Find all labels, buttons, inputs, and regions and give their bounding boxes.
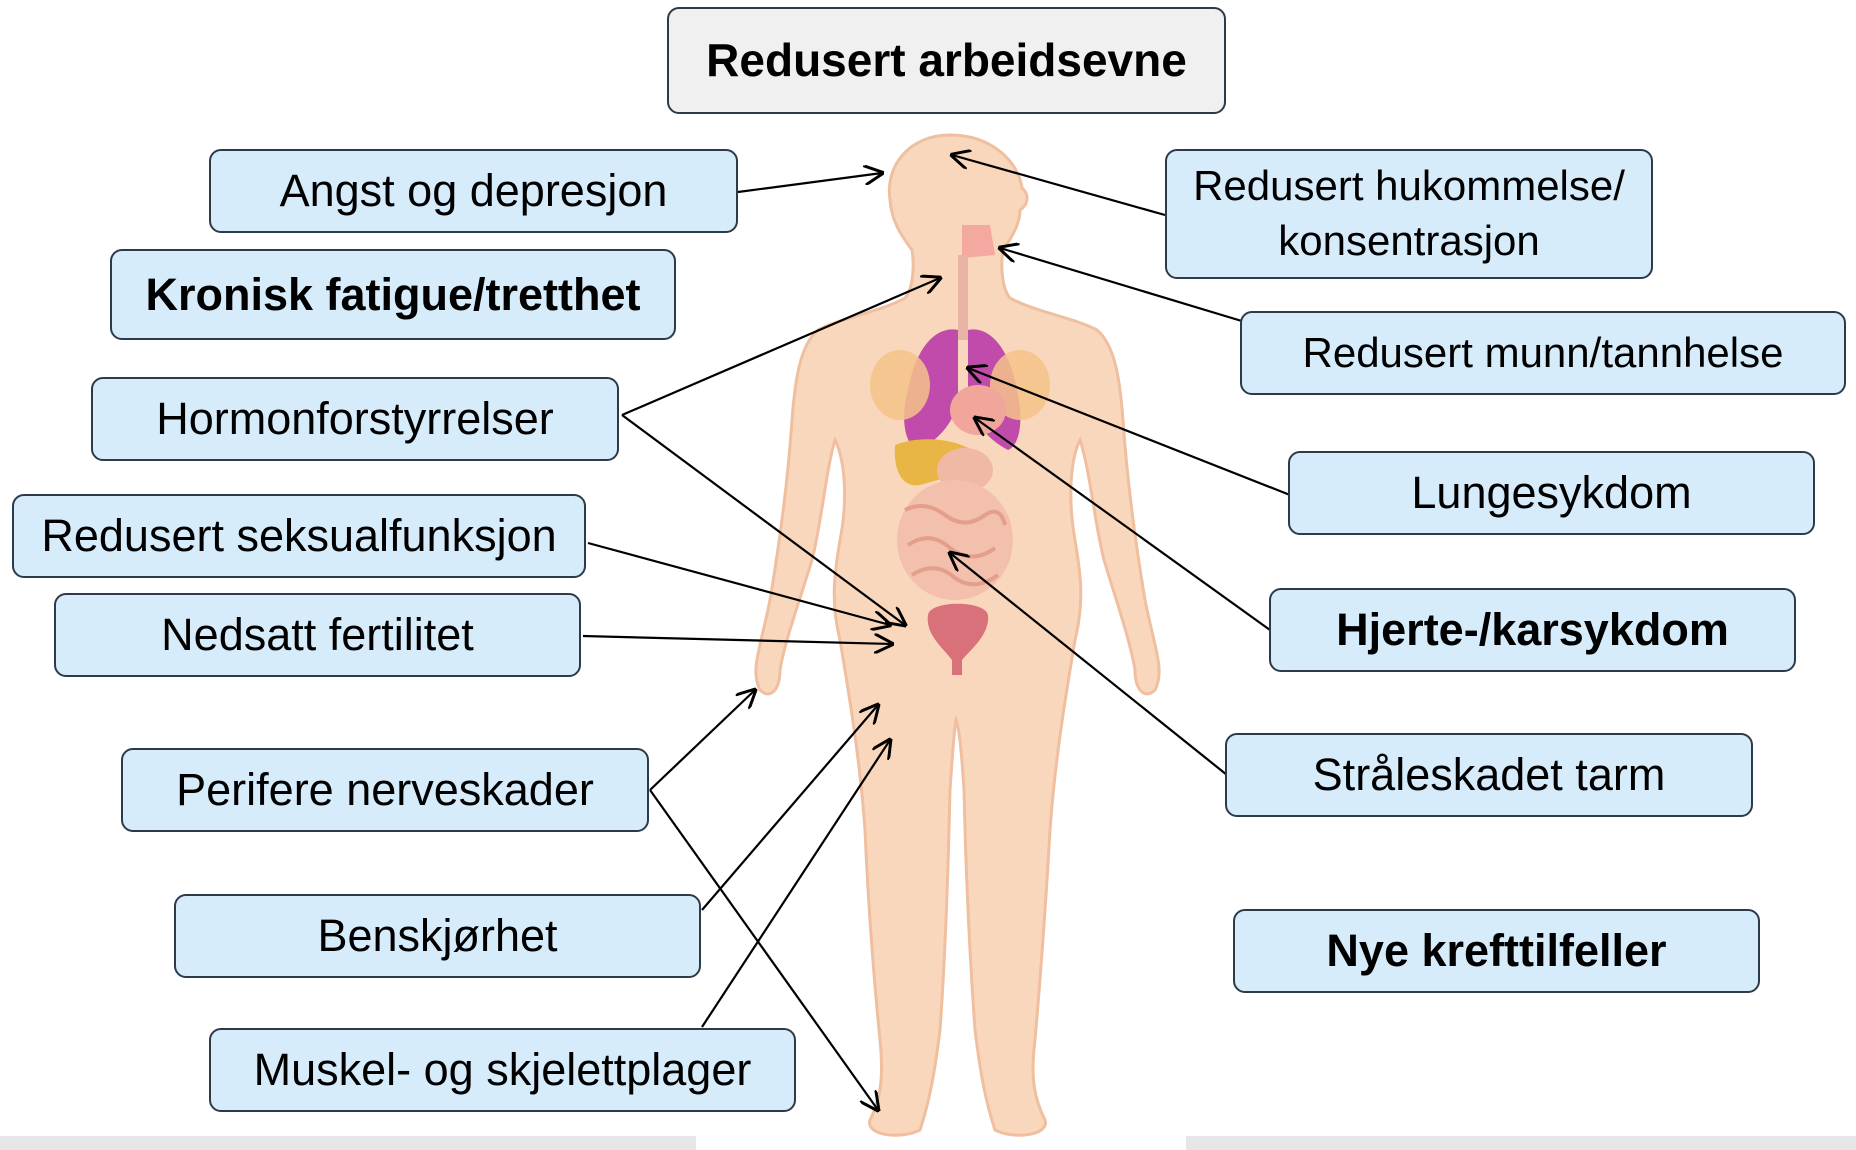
label-hormon: Hormonforstyrrelser <box>156 392 554 446</box>
label-munn: Redusert munn/tannhelse <box>1303 326 1784 381</box>
label-box-ben: Benskjørhet <box>174 894 701 978</box>
arrow-fertilitet <box>583 636 892 644</box>
footer-strip-right <box>1186 1136 1856 1150</box>
label-box-fertilitet: Nedsatt fertilitet <box>54 593 581 677</box>
label-box-hormon: Hormonforstyrrelser <box>91 377 619 461</box>
label-fatigue: Kronisk fatigue/tretthet <box>145 268 640 322</box>
arrow-hukommelse <box>952 155 1165 215</box>
arrow-nerve-hand <box>650 690 755 790</box>
label-ben: Benskjørhet <box>317 909 557 963</box>
label-hukommelse-line1: Redusert hukommelse/ <box>1193 159 1625 214</box>
label-box-muskel: Muskel- og skjelettplager <box>209 1028 796 1112</box>
label-box-munn: Redusert munn/tannhelse <box>1240 311 1846 395</box>
title-text: Redusert arbeidsevne <box>706 33 1187 88</box>
label-kreft: Nye krefttilfeller <box>1326 924 1666 978</box>
arrow-tarm <box>950 553 1227 775</box>
arrow-hormon-uterus <box>622 415 905 625</box>
label-seksual: Redusert seksualfunksjon <box>41 509 556 563</box>
label-box-hukommelse: Redusert hukommelse/ konsentrasjon <box>1165 149 1653 279</box>
label-box-hjerte: Hjerte-/karsykdom <box>1269 588 1796 672</box>
label-box-tarm: Stråleskadet tarm <box>1225 733 1753 817</box>
title-box: Redusert arbeidsevne <box>667 7 1226 114</box>
label-tarm: Stråleskadet tarm <box>1313 748 1666 802</box>
arrow-muskel <box>702 740 890 1027</box>
label-box-kreft: Nye krefttilfeller <box>1233 909 1760 993</box>
label-box-nerve: Perifere nerveskader <box>121 748 649 832</box>
label-muskel: Muskel- og skjelettplager <box>254 1043 752 1097</box>
arrow-seksual <box>588 543 890 625</box>
label-box-lunge: Lungesykdom <box>1288 451 1815 535</box>
label-box-angst: Angst og depresjon <box>209 149 738 233</box>
arrow-angst <box>738 173 882 192</box>
label-fertilitet: Nedsatt fertilitet <box>161 608 474 662</box>
label-box-fatigue: Kronisk fatigue/tretthet <box>110 249 676 340</box>
label-lunge: Lungesykdom <box>1411 466 1691 520</box>
arrow-hjerte <box>975 418 1270 630</box>
label-box-seksual: Redusert seksualfunksjon <box>12 494 586 578</box>
label-hukommelse-line2: konsentrasjon <box>1278 214 1540 269</box>
label-angst: Angst og depresjon <box>280 164 668 218</box>
footer-strip-left <box>0 1136 696 1150</box>
label-nerve: Perifere nerveskader <box>176 763 594 817</box>
label-hjerte: Hjerte-/karsykdom <box>1336 603 1729 657</box>
arrow-ben <box>702 705 878 910</box>
